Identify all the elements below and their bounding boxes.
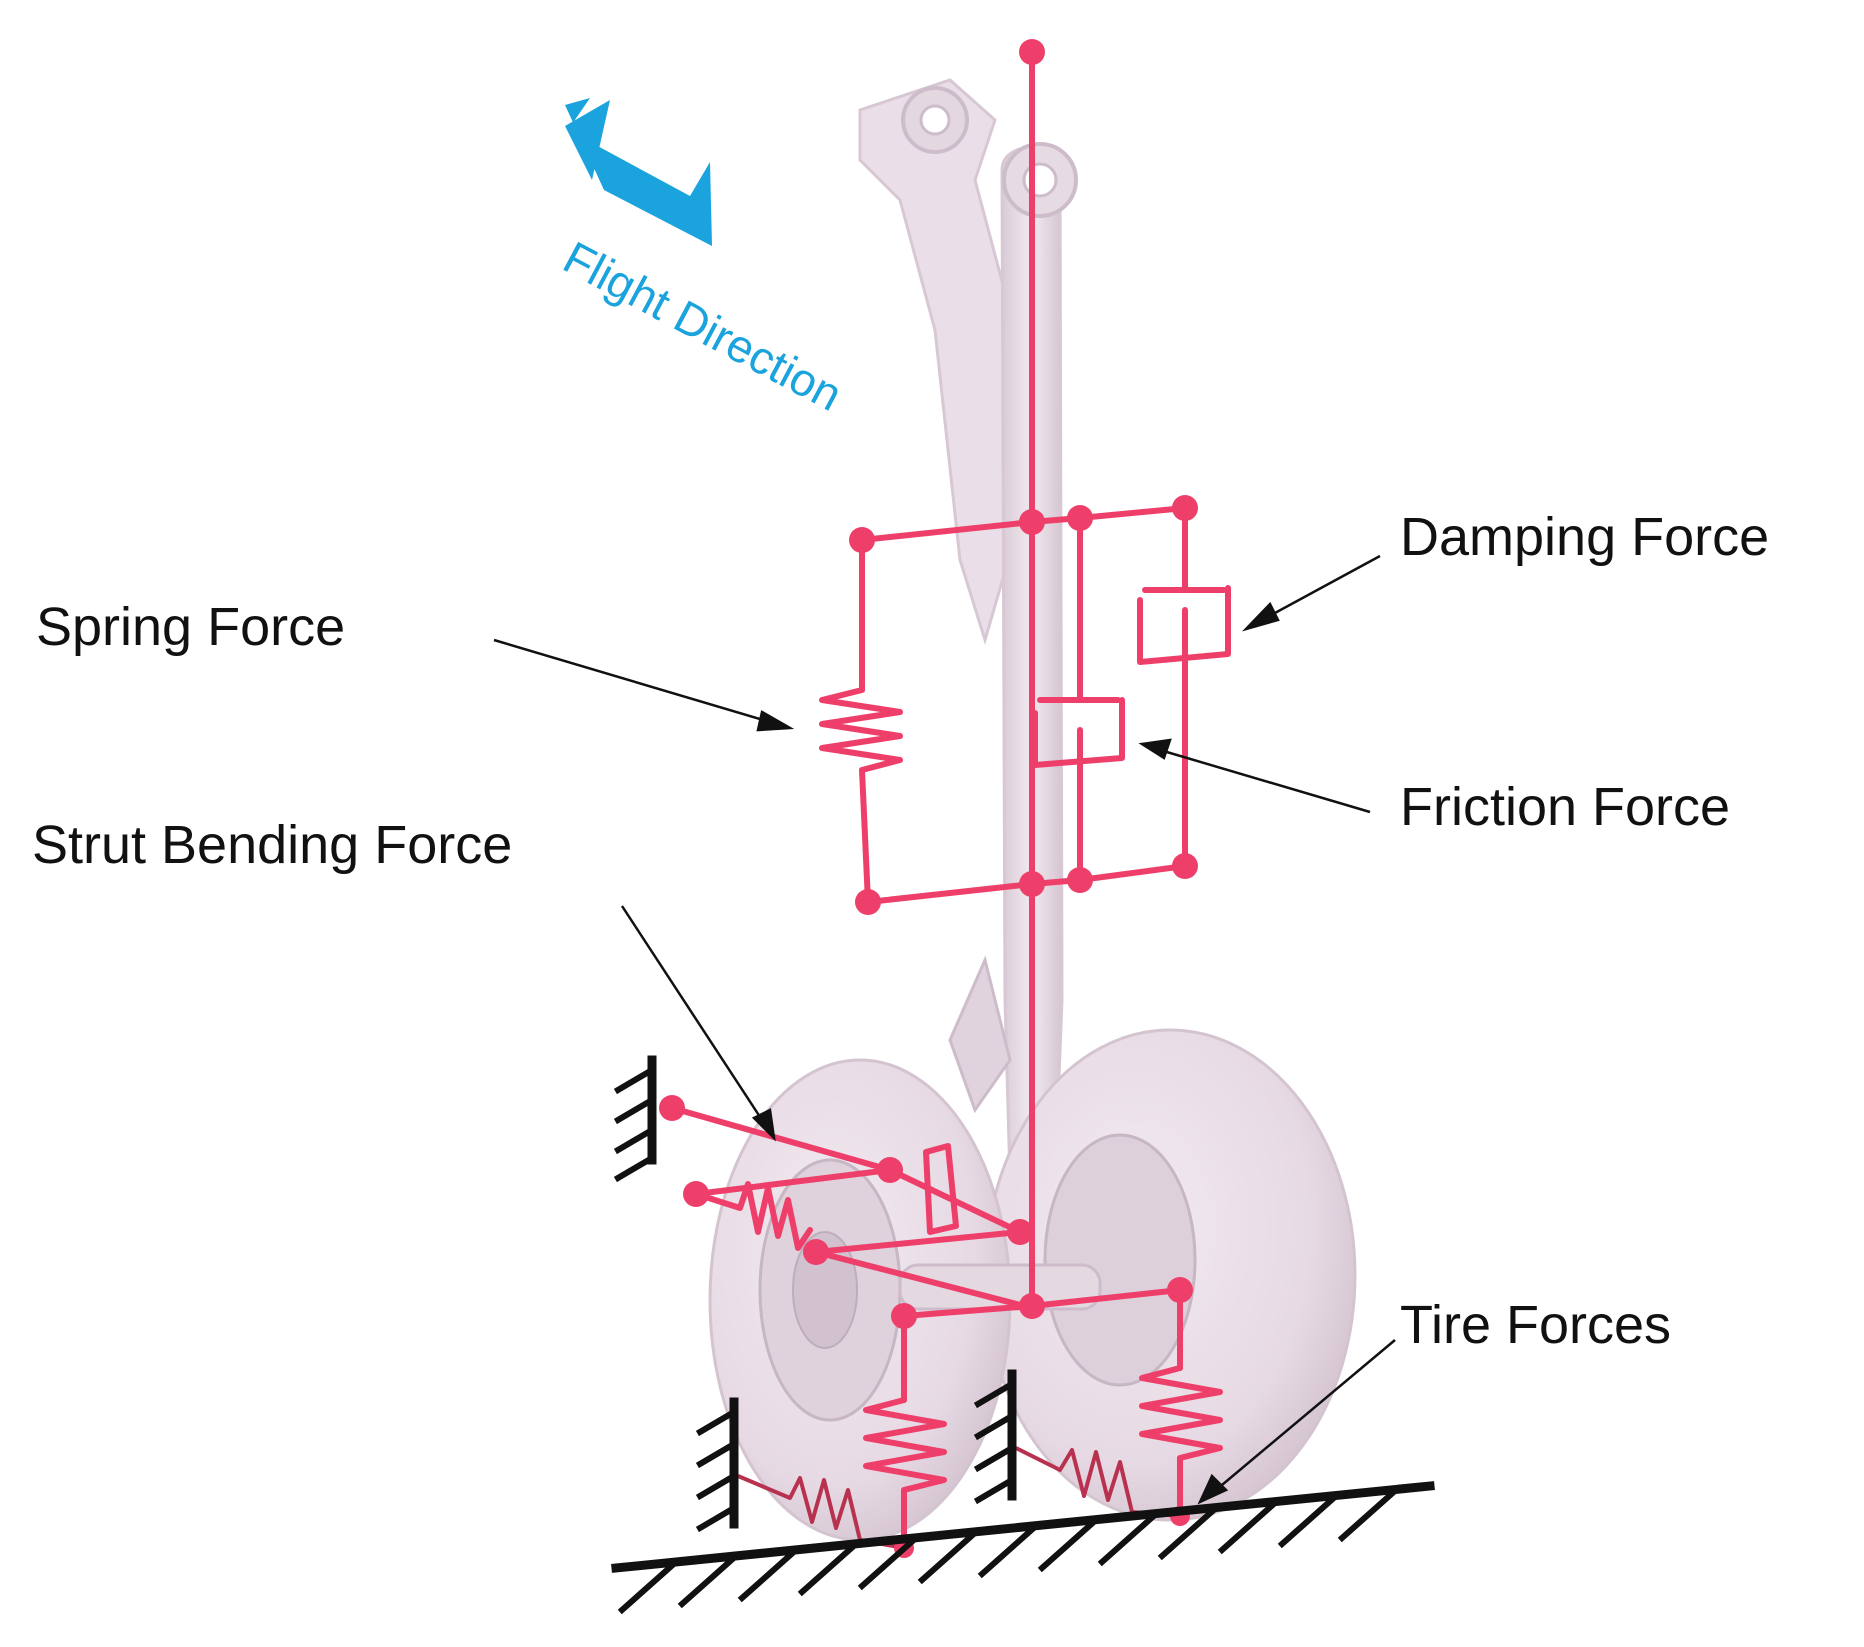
strut-leader xyxy=(620,905,764,1121)
lower-frame-rail xyxy=(865,863,1188,905)
tire-leader xyxy=(1215,1339,1396,1491)
left-tire-wall-hatch xyxy=(695,1407,739,1533)
node xyxy=(891,1303,917,1329)
hatched-ground-icon xyxy=(611,1481,1435,1573)
tire-leader-head xyxy=(1197,1473,1229,1505)
damping-force-label: Damping Force xyxy=(1400,507,1770,567)
model-nodes xyxy=(659,39,1198,1558)
node-top xyxy=(1019,39,1045,65)
ground-hatch xyxy=(617,1485,1401,1615)
friction-leader xyxy=(1159,748,1371,814)
drag-brace xyxy=(858,78,1022,646)
friction-leader-head xyxy=(1138,738,1172,760)
left-lateral-spring-icon xyxy=(737,1474,905,1550)
strut-leader-head xyxy=(751,1108,776,1142)
dashpot-icon-damping xyxy=(1137,585,1231,665)
arrow-icon-head xyxy=(565,100,610,180)
flight-direction-label: Flight Direction xyxy=(555,231,850,421)
right-tire-wall-hatch xyxy=(973,1379,1017,1505)
upper-lug-hole xyxy=(919,104,951,136)
flight-direction-indicator: Flight Direction xyxy=(555,98,851,421)
damping-leader-head xyxy=(1241,601,1280,632)
spring-icon xyxy=(819,537,903,905)
mechanical-model xyxy=(669,47,1231,1551)
node xyxy=(877,1157,903,1183)
dashpot-icon-friction xyxy=(1032,697,1125,768)
node xyxy=(683,1181,709,1207)
node xyxy=(1172,853,1198,879)
node xyxy=(659,1095,685,1121)
bending-spring-icon xyxy=(693,1181,813,1251)
node xyxy=(849,527,875,553)
node xyxy=(1019,871,1045,897)
node xyxy=(855,889,881,915)
bending-link-lower xyxy=(813,1229,1023,1255)
left-tire-spring-icon xyxy=(863,1397,947,1551)
arrow-icon xyxy=(565,98,712,246)
bending-diagonal xyxy=(813,1249,1035,1311)
bending-link-rod xyxy=(693,1167,893,1197)
node xyxy=(1067,867,1093,893)
spring-force-label: Spring Force xyxy=(36,597,346,657)
node xyxy=(803,1239,829,1265)
bending-wall-hatch xyxy=(613,1065,657,1183)
node xyxy=(1172,495,1198,521)
strut-bending-force-label: Strut Bending Force xyxy=(32,815,513,875)
bending-damper-icon xyxy=(923,1143,959,1235)
spring-leader-head xyxy=(756,710,795,732)
node xyxy=(1167,1277,1193,1303)
node xyxy=(1019,509,1045,535)
lateral-tire-springs xyxy=(737,1446,1181,1550)
spring-leader xyxy=(493,638,771,724)
leader-arrows xyxy=(493,554,1396,1505)
node xyxy=(1067,505,1093,531)
friction-force-label: Friction Force xyxy=(1400,777,1731,837)
node xyxy=(1019,1293,1045,1319)
torque-link xyxy=(948,955,1012,1114)
right-tire-spring-icon xyxy=(1139,1365,1223,1519)
ground-supports xyxy=(611,1055,1435,1615)
top-eye-hole xyxy=(1022,162,1058,198)
damping-leader xyxy=(1261,554,1381,622)
node xyxy=(1007,1219,1033,1245)
upper-frame-rail xyxy=(859,505,1188,543)
right-hub xyxy=(1043,1133,1197,1387)
right-lateral-spring-icon xyxy=(1015,1446,1181,1518)
bending-link-upper xyxy=(669,1105,893,1173)
tire-forces-label: Tire Forces xyxy=(1400,1295,1672,1355)
